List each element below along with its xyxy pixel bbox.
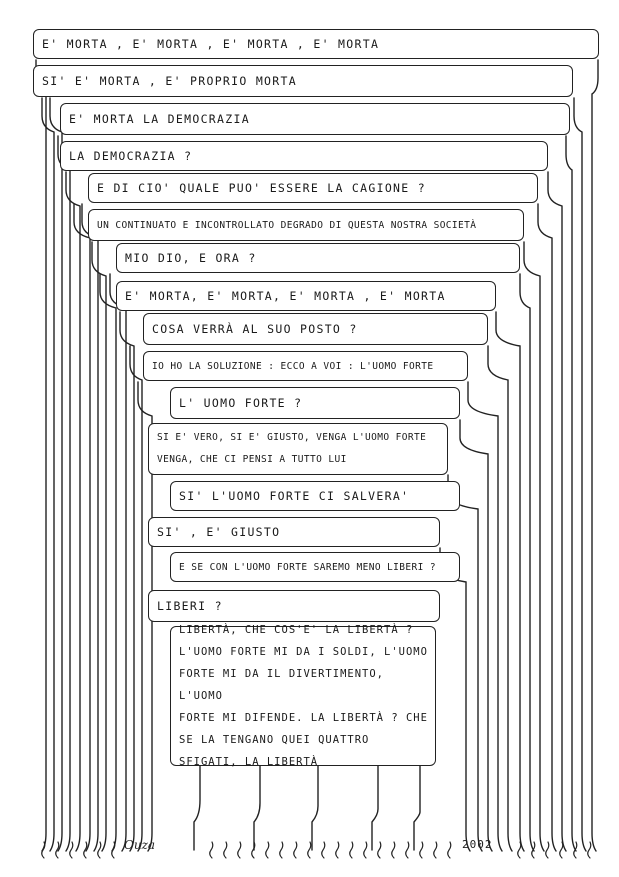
tube-line [349,841,354,859]
tube-line [265,841,270,859]
tube-line [591,59,599,852]
tube-line [537,203,557,852]
panel-17-line-5: SE LA TENGANO QUEI QUATTRO [179,734,370,746]
tube-line [73,203,91,852]
tube-line [253,765,261,851]
tube-line [119,311,135,852]
tube-line [495,311,525,852]
tube-line [55,841,60,859]
tube-line [41,97,55,852]
artist-signature: Ouza [124,838,156,852]
tube-line [307,841,312,859]
panel-1: E' MORTA , E' MORTA , E' MORTA , E' MORT… [33,29,599,59]
tube-line [363,841,368,859]
tube-line [447,474,483,852]
panel-3: E' MORTA LA DEMOCRAZIA [60,103,570,135]
panel-12-line-2: VENGA, CHE CI PENSI A TUTTO LUI [157,454,347,465]
tube-line [137,381,153,852]
tube-line [97,841,102,859]
tube-line [41,841,46,859]
tube-line [335,841,340,859]
tube-line [377,841,382,859]
panel-15: E SE CON L'UOMO FORTE SAREMO MENO LIBERI… [170,552,460,582]
tube-line [293,841,298,859]
tube-line [35,59,47,852]
tube-line [405,841,410,859]
tube-line [565,135,577,852]
tube-line [57,135,71,852]
panel-12-line-1: SI E' VERO, SI E' GIUSTO, VENGA L'UOMO F… [157,432,427,443]
panel-4: LA DEMOCRAZIA ? [60,141,548,171]
panel-16: LIBERI ? [148,590,440,622]
tube-line [433,841,438,859]
panel-12: SI E' VERO, SI E' GIUSTO, VENGA L'UOMO F… [148,423,448,475]
tube-line [111,841,116,859]
tube-line [523,241,545,852]
panel-17-line-6: SFIGATI, LA LIBERTÀ [179,756,319,768]
tube-line [587,841,592,859]
panel-2: SI' E' MORTA , E' PROPRIO MORTA [33,65,573,97]
tube-line [519,273,535,852]
tube-line [223,841,228,859]
panel-10: IO HO LA SOLUZIONE : ECCO A VOI : L'UOMO… [143,351,468,381]
panel-5: E DI CIO' QUALE PUO' ESSERE LA CAGIONE ? [88,173,538,203]
tube-line [321,841,326,859]
tube-line [487,345,513,852]
panel-9: COSA VERRÀ AL SUO POSTO ? [143,313,488,345]
year-label: 2002 [462,838,493,851]
tube-line [531,841,536,859]
panel-17-line-3: FORTE MI DA IL DIVERTIMENTO, L'UOMO [179,668,385,702]
tube-line [129,345,143,852]
tube-line [209,841,214,859]
panel-13: SI' L'UOMO FORTE CI SALVERA' [170,481,460,511]
tube-line [573,97,587,852]
tube-line [517,841,522,859]
tube-line [419,841,424,859]
tube-line [371,765,379,851]
tube-line [279,841,284,859]
tube-line [91,241,107,852]
tube-line [237,841,242,859]
tube-line [547,171,567,852]
panel-17-line-2: L'UOMO FORTE MI DA I SOLDI, L'UOMO [179,646,428,658]
panel-7: MIO DIO, E ORA ? [116,243,520,273]
panel-8: E' MORTA, E' MORTA, E' MORTA , E' MORTA [116,281,496,311]
tube-line [459,419,493,852]
tube-line [311,765,319,851]
panel-11: L' UOMO FORTE ? [170,387,460,419]
tube-line [109,273,127,852]
panel-14: SI' , E' GIUSTO [148,517,440,547]
tube-line [251,841,256,859]
tube-line [573,841,578,859]
panel-17-line-1: LIBERTÀ, CHE COS'E' LA LIBERTÀ ? [179,624,414,636]
tube-line [83,841,88,859]
tube-line [447,841,452,859]
tube-line [467,381,503,852]
tube-line [65,171,81,852]
tube-line [413,765,421,851]
panel-17-line-4: FORTE MI DIFENDE. LA LIBERTÀ ? CHE [179,712,428,724]
panel-17: LIBERTÀ, CHE COS'E' LA LIBERTÀ ? L'UOMO … [170,624,436,768]
tube-line [69,841,74,859]
tube-line [391,841,396,859]
tube-line [49,97,63,852]
panel-6: UN CONTINUATO E INCONTROLLATO DEGRADO DI… [88,209,524,241]
tube-line [99,273,117,852]
tube-line [439,547,471,852]
tube-line [193,765,201,851]
tube-line [545,841,550,859]
tube-line [559,841,564,859]
